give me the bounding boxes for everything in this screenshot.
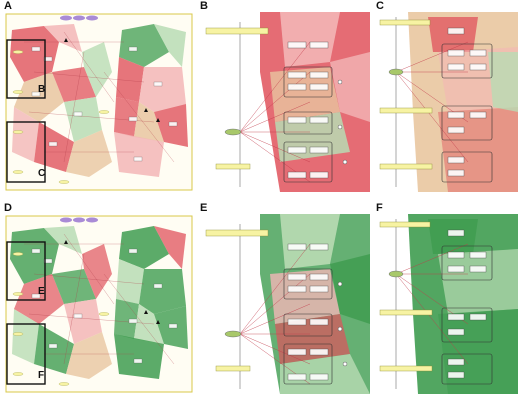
panel-c-zoom — [378, 12, 518, 192]
zoom-label-e: E — [38, 286, 45, 297]
panel-e-zoom — [200, 214, 370, 394]
panel-label-f: F — [376, 202, 383, 214]
zoom-label-c: C — [38, 168, 45, 179]
zoom-label-f: F — [38, 370, 44, 381]
panel-d-network-overview: E F — [4, 214, 194, 394]
panel-label-a: A — [4, 0, 12, 12]
panel-label-d: D — [4, 202, 12, 214]
panel-b-zoom — [200, 12, 370, 192]
zoom-label-b: B — [38, 84, 45, 95]
panel-label-e: E — [200, 202, 208, 214]
panel-f-zoom — [378, 214, 518, 394]
panel-a-network-overview: B C — [4, 12, 194, 192]
panel-label-c: C — [376, 0, 384, 12]
panel-label-b: B — [200, 0, 208, 12]
